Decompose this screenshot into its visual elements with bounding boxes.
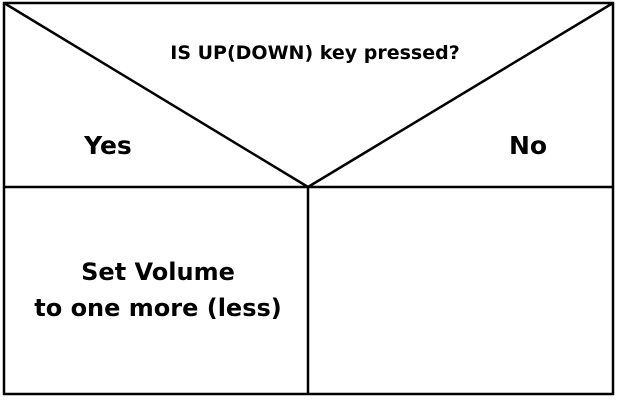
yes-branch-action: Set Volume to one more (less) (8, 254, 308, 326)
yes-branch-label: Yes (84, 131, 132, 160)
action-line-1: Set Volume (81, 258, 235, 286)
condition-right-diagonal (307, 1, 614, 189)
condition-text: IS UP(DOWN) key pressed? (170, 42, 460, 64)
condition-left-diagonal (3, 1, 309, 189)
action-line-2: to one more (less) (34, 294, 282, 322)
no-branch-label: No (508, 131, 548, 160)
